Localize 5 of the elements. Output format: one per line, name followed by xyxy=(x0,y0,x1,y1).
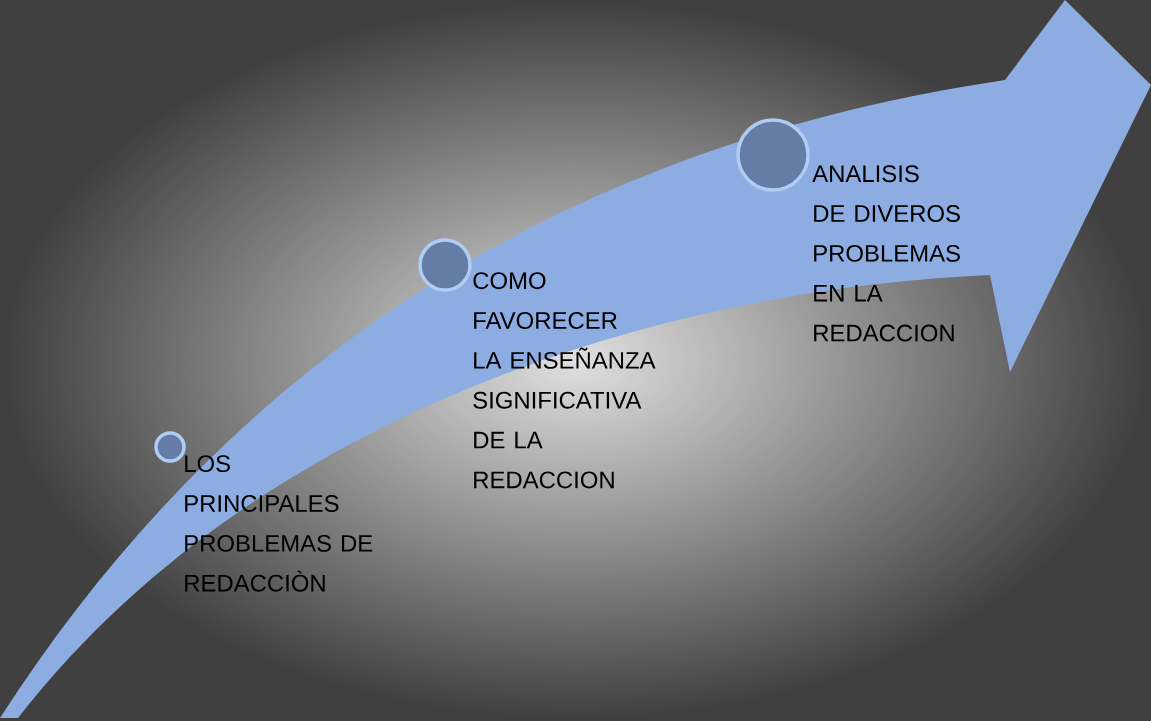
step-label: COMO FAVORECER LA ENSEÑANZA SIGNIFICATIVA DE LA REDACCION xyxy=(473,272,656,489)
circle-marker xyxy=(736,118,810,192)
circle-marker xyxy=(154,431,186,463)
circle-marker xyxy=(418,238,472,292)
step-label: ANALISIS DE DIVEROS PROBLEMAS EN LA REDACCION xyxy=(812,165,960,342)
